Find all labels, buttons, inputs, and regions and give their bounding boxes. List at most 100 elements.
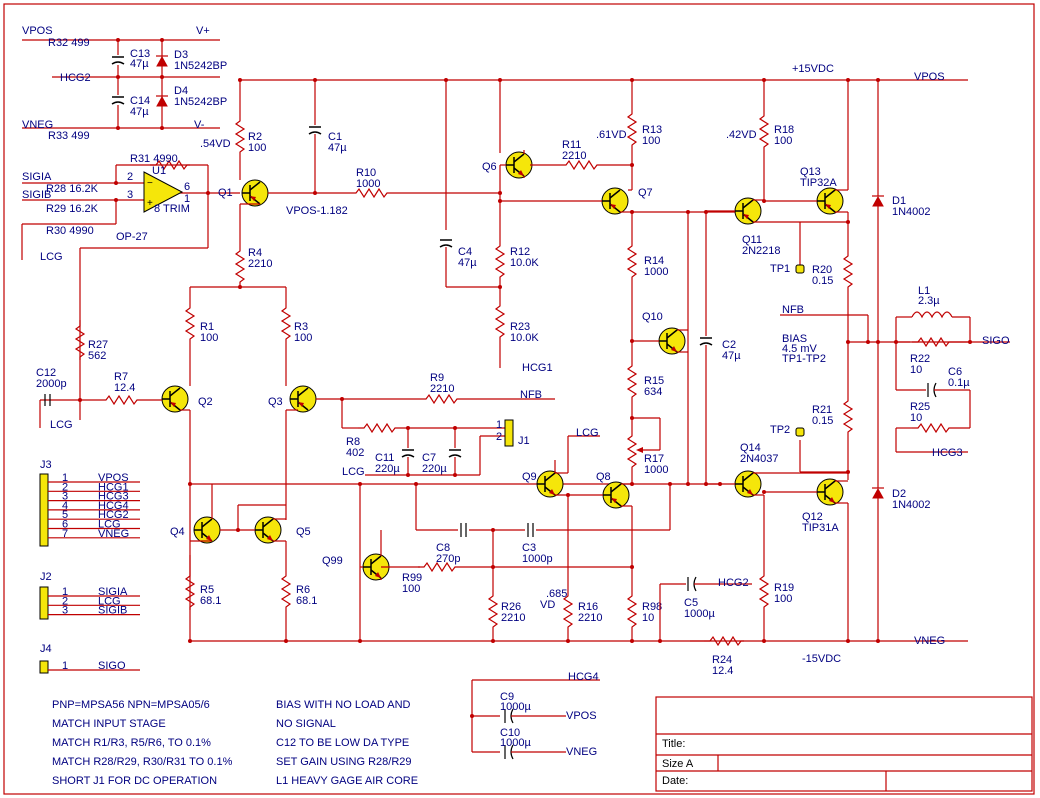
supply-filter: VPOS R32 499 C13 47µ D3 1N5242BP V+ HCG2… (22, 25, 227, 142)
q14-value: 2N4037 (740, 453, 779, 465)
q4-label: Q4 (170, 526, 185, 538)
net-vplus: V+ (196, 25, 210, 37)
c11-value: 220µ (375, 463, 400, 475)
r5-value: 68.1 (200, 595, 221, 607)
volt-0685-unit: VD (540, 599, 555, 611)
tp2-label: TP2 (770, 424, 790, 436)
volt-vpos1182: VPOS-1.182 (286, 205, 348, 217)
r14-label: R14 (644, 255, 664, 267)
r10-value: 1000 (356, 178, 380, 190)
svg-text:−: − (147, 178, 153, 189)
r25-value: 10 (910, 412, 922, 424)
r11-label: R11 (562, 139, 581, 151)
pin-net: VPOS (98, 472, 129, 484)
r12-label: R12 (510, 246, 530, 258)
tp1-label: TP1 (770, 263, 790, 275)
output-snubber-lower: HCG2 C5 1000µ R24 12.4 (658, 576, 752, 677)
c1-label: C1 (328, 131, 342, 143)
volt-054: .54VD (200, 138, 231, 150)
net-nfb-b: NFB (782, 304, 804, 316)
d1-value: 1N4002 (892, 206, 931, 218)
q13-value: TIP32A (800, 177, 837, 189)
r7-value: 12.4 (114, 382, 135, 394)
pin-net: HCG2 (98, 509, 129, 521)
j4-label: J4 (40, 643, 52, 655)
q99-label: Q99 (322, 555, 343, 567)
r7-label: R7 (114, 371, 128, 383)
c6-value: 0.1µ (948, 377, 970, 389)
pin-net: VNEG (98, 528, 129, 540)
r3-value: 100 (294, 332, 312, 344)
c13-label: C13 (130, 48, 150, 60)
net-sigo: SIGO (982, 335, 1010, 347)
size-field-label: Size A (662, 758, 694, 770)
c3-label: C3 (522, 542, 536, 554)
r20-value: 0.15 (812, 275, 833, 287)
net-sigib: SIGIB (22, 189, 51, 201)
note-line: SET GAIN USING R28/R29 (276, 756, 412, 768)
opamp-u1 (143, 171, 184, 213)
r26-label: R26 (501, 601, 521, 613)
pin-net: LCG (98, 519, 121, 531)
r21-label: R21 (812, 404, 832, 416)
q2-label: Q2 (198, 396, 213, 408)
r13-value: 100 (642, 135, 660, 147)
q14-label: Q14 (740, 442, 761, 454)
r99-value: 100 (402, 583, 420, 595)
input-opamp-stage: − + R31 4990 U1 SIGIA R28 16.2K 2 SIGIB … (21, 153, 240, 400)
r8-value: 402 (346, 447, 364, 459)
r23-label: R23 (510, 321, 530, 333)
net-lcg-c: LCG (342, 466, 365, 478)
c2-label: C2 (722, 339, 736, 351)
r11-value: 2210 (562, 150, 586, 162)
net-lcg-d: LCG (576, 427, 599, 439)
q8-q9-stage: LCG Q9 Q8 .685 VD R16 2210 R98 10 (522, 427, 662, 643)
r98-value: 10 (642, 612, 654, 624)
c14-label: C14 (130, 95, 150, 107)
testpoint-tp1 (795, 264, 805, 274)
r20-label: R20 (812, 264, 832, 276)
q6-label: Q6 (482, 161, 497, 173)
pin1-label: 1 (184, 193, 190, 205)
r25-label: R25 (910, 401, 930, 413)
vas-stage: Q6 R11 2210 .61VD R13 100 Q7 C4 47µ R12 … (439, 78, 760, 374)
r4-label: R4 (248, 247, 262, 259)
net-vneg-left: VNEG (22, 119, 53, 131)
c5-label: C5 (684, 597, 698, 609)
u1-label: U1 (152, 165, 166, 177)
output-network: L1 2.3µ SIGO R22 10 C6 0.1µ R25 10 HCG3 (894, 285, 1010, 459)
r2-label: R2 (248, 131, 262, 143)
c12-label: C12 (36, 367, 56, 379)
r1-value: 100 (200, 332, 218, 344)
c5-value: 1000µ (684, 608, 715, 620)
q9-label: Q9 (522, 471, 537, 483)
r99-label: R99 (402, 572, 422, 584)
c6-label: C6 (948, 366, 962, 378)
c8-value: 270p (436, 553, 460, 565)
r3-label: R3 (294, 321, 308, 333)
pin-number: 7 (62, 528, 68, 540)
net-hcg1: HCG1 (522, 362, 553, 374)
r13-label: R13 (642, 124, 662, 136)
bypass-caps: HCG4 C9 1000µ VPOS C10 1000µ VNEG (470, 671, 600, 760)
svg-text:+: + (147, 198, 153, 209)
r32-label: R32 499 (48, 37, 90, 49)
q3-label: Q3 (268, 396, 283, 408)
c7-label: C7 (422, 452, 436, 464)
input-diff-pair: R1 100 R3 100 R27 562 C12 2000p R7 12.4 … (36, 285, 555, 641)
r23-value: 10.0K (510, 332, 539, 344)
note-line: MATCH INPUT STAGE (52, 718, 166, 730)
net-nfb-a: NFB (520, 389, 542, 401)
q13-label: Q13 (800, 166, 821, 178)
c3-value: 1000p (522, 553, 553, 565)
r33-label: R33 499 (48, 130, 90, 142)
r2-value: 100 (248, 142, 266, 154)
pin-net: HCG3 (98, 491, 129, 503)
c10-value: 1000µ (500, 737, 531, 749)
pin-number: 3 (62, 491, 68, 503)
r22-value: 10 (910, 364, 922, 376)
